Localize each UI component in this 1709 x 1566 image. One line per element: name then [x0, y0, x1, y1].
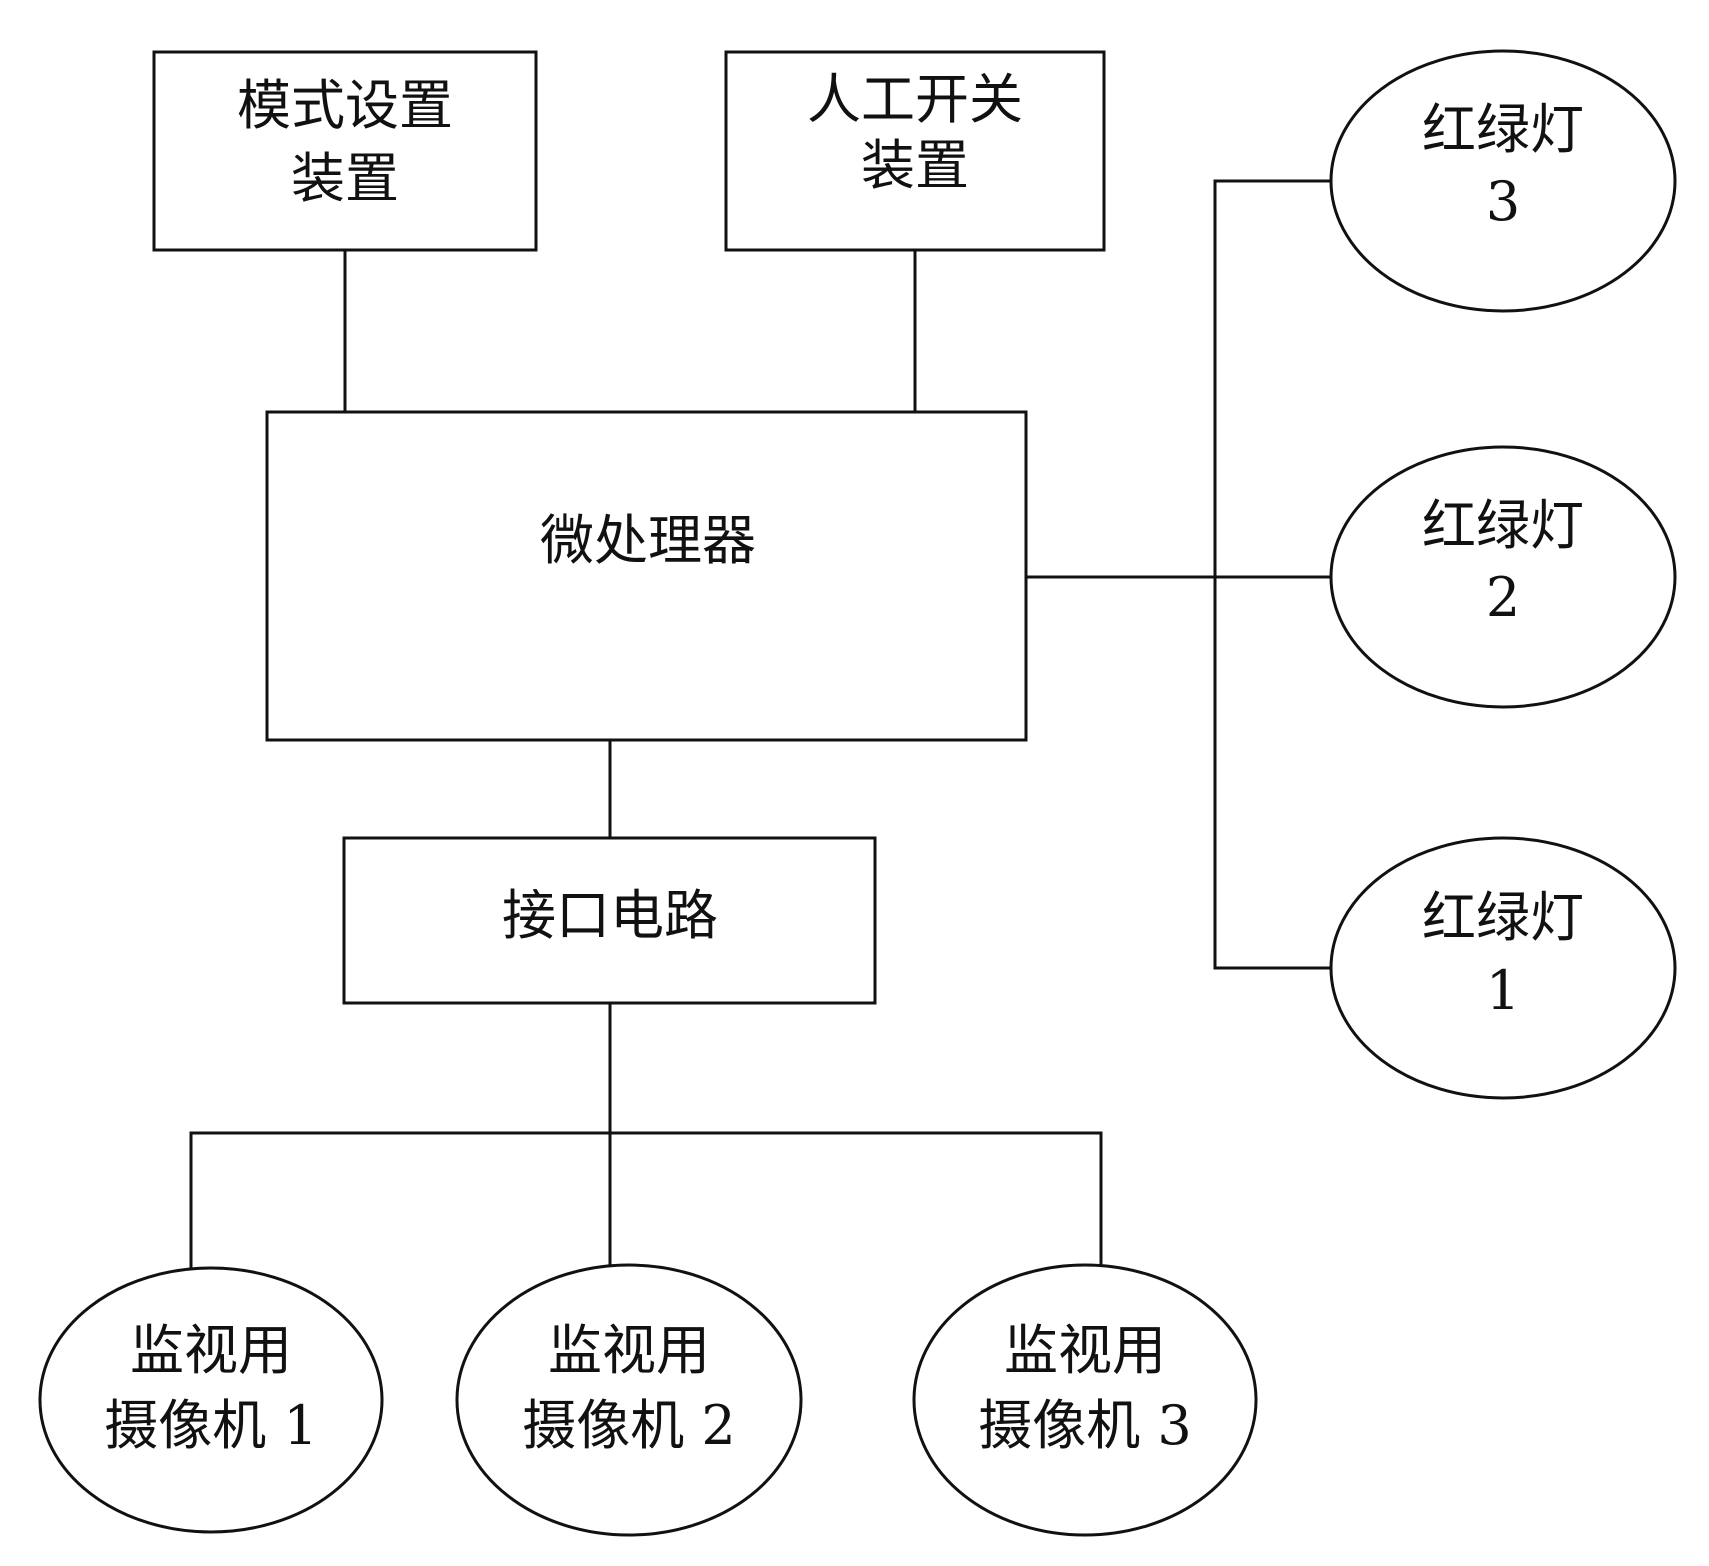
- node-manual-switch: 人工开关 装置: [724, 50, 1106, 252]
- node-camera-2-line-2: 摄像机 2: [522, 1394, 736, 1457]
- node-light-1: 红绿灯 1: [1329, 836, 1677, 1100]
- node-light-2-ellipse: [1329, 445, 1677, 709]
- node-light-1-line-1: 红绿灯: [1422, 886, 1584, 949]
- node-camera-3: 监视用 摄像机 3: [912, 1263, 1258, 1537]
- node-camera-1-line-2: 摄像机 1: [104, 1394, 318, 1457]
- node-light-1-ellipse: [1329, 836, 1677, 1100]
- connectors: [189, 179, 1331, 1268]
- node-manual-switch-line-1: 人工开关: [807, 68, 1023, 131]
- node-light-2-line-1: 红绿灯: [1422, 494, 1584, 557]
- node-mode-setting-box: [152, 50, 538, 252]
- node-light-2-line-2: 2: [1486, 566, 1520, 629]
- node-light-1-line-2: 1: [1486, 959, 1520, 1022]
- edge-camera-bus: [189, 1131, 1103, 1268]
- node-camera-2: 监视用 摄像机 2: [455, 1263, 803, 1537]
- node-light-3-ellipse: [1329, 49, 1677, 313]
- node-microprocessor-box: [265, 410, 1028, 742]
- node-camera-1-line-1: 监视用: [130, 1319, 292, 1382]
- node-mode-setting-line-2: 装置: [291, 147, 399, 210]
- node-interface-box: [342, 836, 877, 1005]
- node-light-2: 红绿灯 2: [1329, 445, 1677, 709]
- node-camera-2-ellipse: [455, 1263, 803, 1537]
- node-mode-setting: 模式设置 装置: [152, 50, 538, 252]
- node-camera-2-line-1: 监视用: [548, 1319, 710, 1382]
- node-camera-1: 监视用 摄像机 1: [38, 1266, 384, 1534]
- node-light-3: 红绿灯 3: [1329, 49, 1677, 313]
- node-microprocessor: 微处理器: [265, 410, 1028, 742]
- node-camera-3-ellipse: [912, 1263, 1258, 1537]
- node-light-3-line-1: 红绿灯: [1422, 98, 1584, 161]
- node-mode-setting-line-1: 模式设置: [237, 74, 453, 137]
- node-camera-3-line-1: 监视用: [1004, 1319, 1166, 1382]
- node-microprocessor-label: 微处理器: [540, 509, 756, 572]
- node-camera-3-line-2: 摄像机 3: [978, 1394, 1192, 1457]
- node-manual-switch-box: [724, 50, 1106, 252]
- node-interface-label: 接口电路: [502, 884, 718, 947]
- edge-light-bus: [1213, 179, 1331, 970]
- node-manual-switch-line-2: 装置: [861, 134, 969, 197]
- node-interface: 接口电路: [342, 836, 877, 1005]
- node-camera-1-ellipse: [38, 1266, 384, 1534]
- node-light-3-line-2: 3: [1486, 170, 1520, 233]
